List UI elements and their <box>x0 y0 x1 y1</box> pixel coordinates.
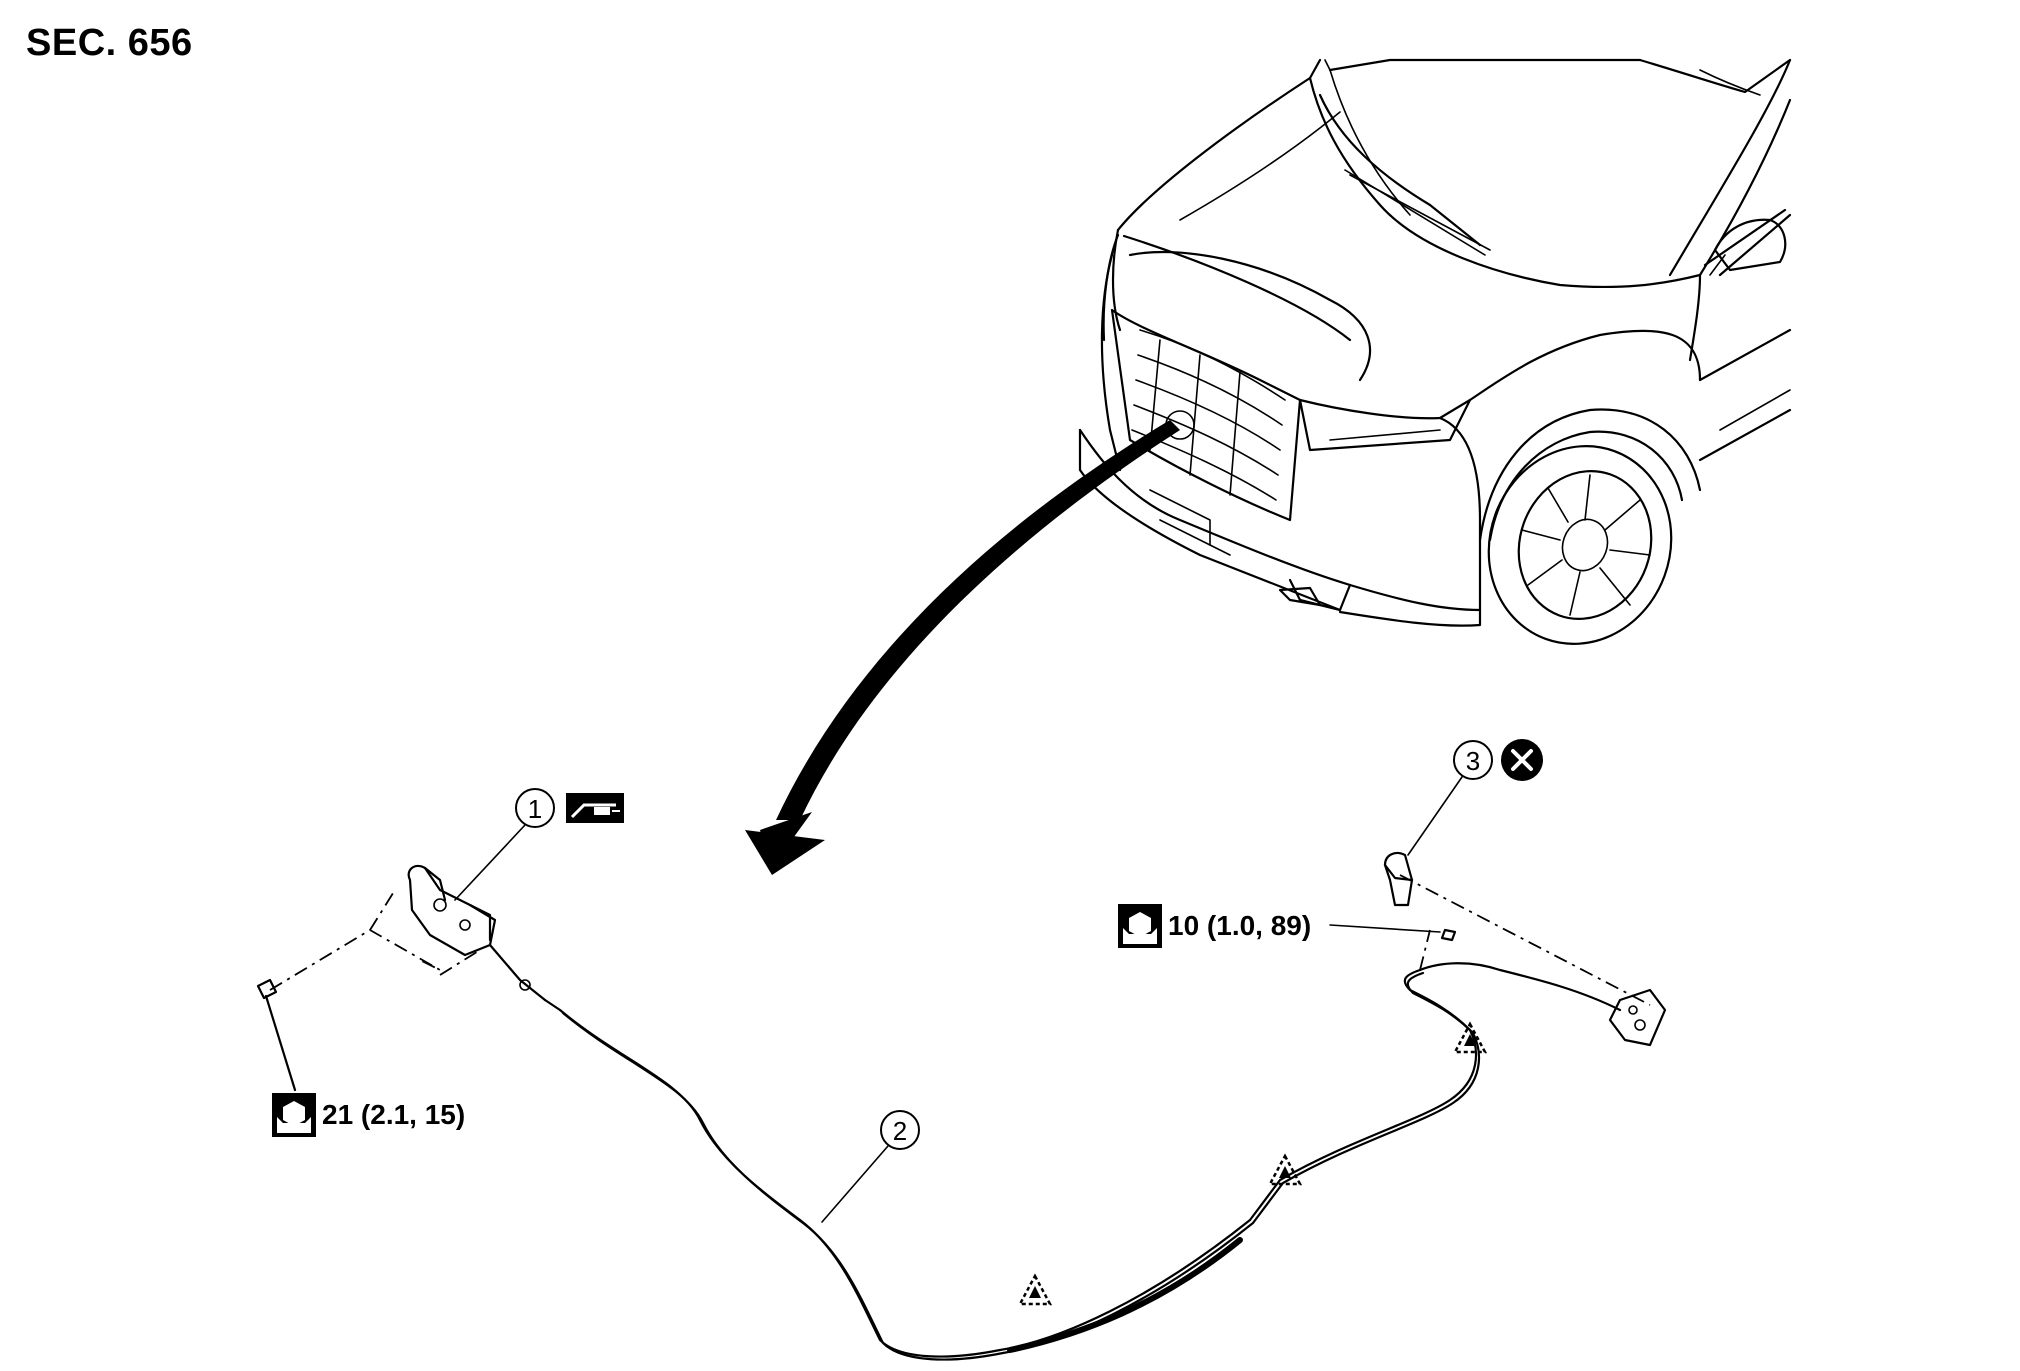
callout-1-number: 1 <box>528 794 542 824</box>
callout-3-number: 3 <box>1466 746 1480 776</box>
callout-2-number: 2 <box>893 1116 907 1146</box>
hood-lock-cable <box>488 874 1667 1361</box>
torque-value-cable-handle: 10 (1.0, 89) <box>1168 910 1311 941</box>
clip-triangle-icon <box>1267 1153 1303 1186</box>
section-title: SEC. 656 <box>26 22 193 64</box>
callout-2: 2 <box>821 1110 920 1223</box>
hood-lock-assembly <box>256 864 497 1092</box>
grease-gun-icon <box>566 793 624 823</box>
pointer-arrow <box>745 420 1180 875</box>
vehicle-illustration <box>1078 58 1792 645</box>
cable-clips <box>1017 1021 1488 1306</box>
torque-spec-hood-lock: 21 (2.1, 15) <box>272 1093 465 1137</box>
do-not-reuse-icon <box>1501 739 1543 781</box>
torque-spec-cable-handle: 10 (1.0, 89) <box>1118 904 1441 948</box>
grommet-assembly <box>1383 851 1457 942</box>
torque-wrench-icon <box>272 1093 316 1137</box>
clip-triangle-icon <box>1017 1273 1053 1306</box>
callout-1: 1 <box>454 788 555 901</box>
cable-handle-bolt <box>1440 928 1457 942</box>
callout-3: 3 <box>1407 740 1493 856</box>
hood-lock-bolt <box>256 978 278 1000</box>
torque-wrench-icon <box>1118 904 1162 948</box>
clip-triangle-icon <box>1452 1021 1488 1054</box>
torque-value-hood-lock: 21 (2.1, 15) <box>322 1099 465 1130</box>
